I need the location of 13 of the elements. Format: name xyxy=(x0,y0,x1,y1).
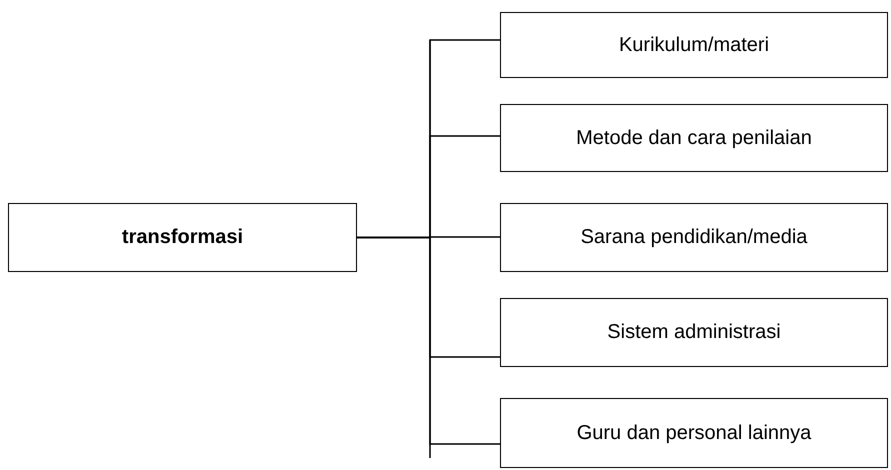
connector-line xyxy=(357,236,500,445)
box-label: Metode dan cara penilaian xyxy=(576,126,812,150)
box-label: Kurikulum/materi xyxy=(618,34,770,56)
process-box xyxy=(500,12,888,78)
process-box xyxy=(500,398,888,468)
process-box xyxy=(500,298,888,367)
box-label: transformasi xyxy=(122,226,244,249)
process-box xyxy=(500,203,888,272)
box-label: Sarana pendidikan/media xyxy=(580,226,808,249)
box-label: Sistem administrasi xyxy=(607,321,781,344)
box-label: Guru dan personal lainnya xyxy=(576,422,812,444)
process-box xyxy=(8,203,357,272)
process-box xyxy=(500,104,888,172)
